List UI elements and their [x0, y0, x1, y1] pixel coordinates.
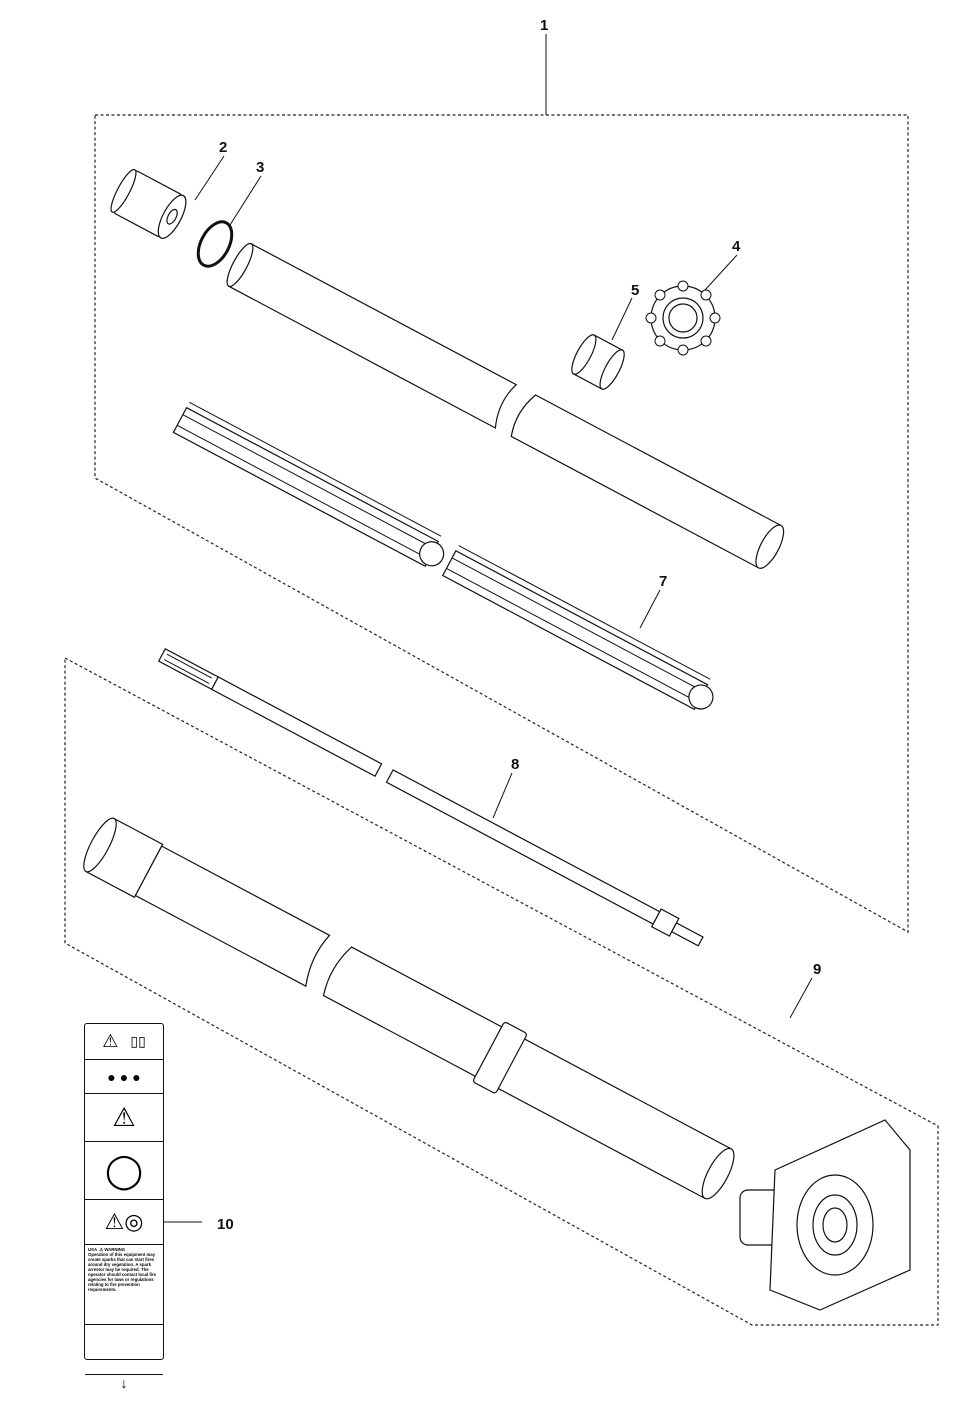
- part-8-drive-shaft: [157, 648, 704, 947]
- warning-text-block: USA ⚠ WARNING Operation of this equipmen…: [85, 1245, 163, 1325]
- warning-manual-icons: ⚠ ▯▯: [85, 1024, 163, 1060]
- part-4-nut: [645, 280, 721, 356]
- part-9-tube: [83, 817, 735, 1200]
- manual-book-icon: ▯▯: [130, 1033, 146, 1049]
- callout-4: 4: [732, 238, 741, 255]
- callout-9: 9: [813, 961, 821, 978]
- safety-distance-icon: ◯: [85, 1142, 163, 1200]
- ppe-icons: ● ● ●: [85, 1060, 163, 1094]
- helmet-icon: ●: [107, 1068, 116, 1085]
- part-3-o-ring: [196, 220, 234, 268]
- blank-section: [85, 1325, 163, 1375]
- label-heading: WARNING: [104, 1247, 126, 1252]
- assembly-1-outline: [94, 114, 909, 934]
- callout-5: 5: [631, 282, 639, 299]
- boots-icon: ●: [132, 1068, 141, 1085]
- leader-lines: [163, 34, 813, 1223]
- part-tube-upper: [226, 242, 785, 569]
- warning-triangle-icon: ⚠: [102, 1031, 119, 1051]
- gloves-icon: ●: [119, 1068, 129, 1085]
- assembly-9-outline: [64, 656, 939, 1326]
- label-warning-text: Operation of this equipment may create s…: [88, 1252, 157, 1292]
- callout-8: 8: [511, 756, 519, 773]
- blade-thrust-icon: ⚠◎: [85, 1200, 163, 1245]
- arrow-down-icon: ↓: [120, 1375, 128, 1391]
- part-5-ring: [571, 334, 625, 390]
- callout-2: 2: [219, 139, 227, 156]
- part-2-end-cap: [110, 168, 187, 239]
- thrown-objects-icon: ⚠: [85, 1094, 163, 1142]
- callout-7: 7: [659, 573, 667, 590]
- callout-10: 10: [217, 1216, 234, 1233]
- part-10-warning-label: ⚠ ▯▯ ● ● ● ⚠ ◯ ⚠◎ USA ⚠ WARNING Operatio…: [84, 1023, 164, 1391]
- label-region: USA: [88, 1247, 97, 1252]
- callout-1: 1: [540, 17, 548, 34]
- part-9-gear-housing: [739, 1119, 911, 1311]
- part-7-star-tube: [172, 401, 714, 711]
- callout-3: 3: [256, 159, 264, 176]
